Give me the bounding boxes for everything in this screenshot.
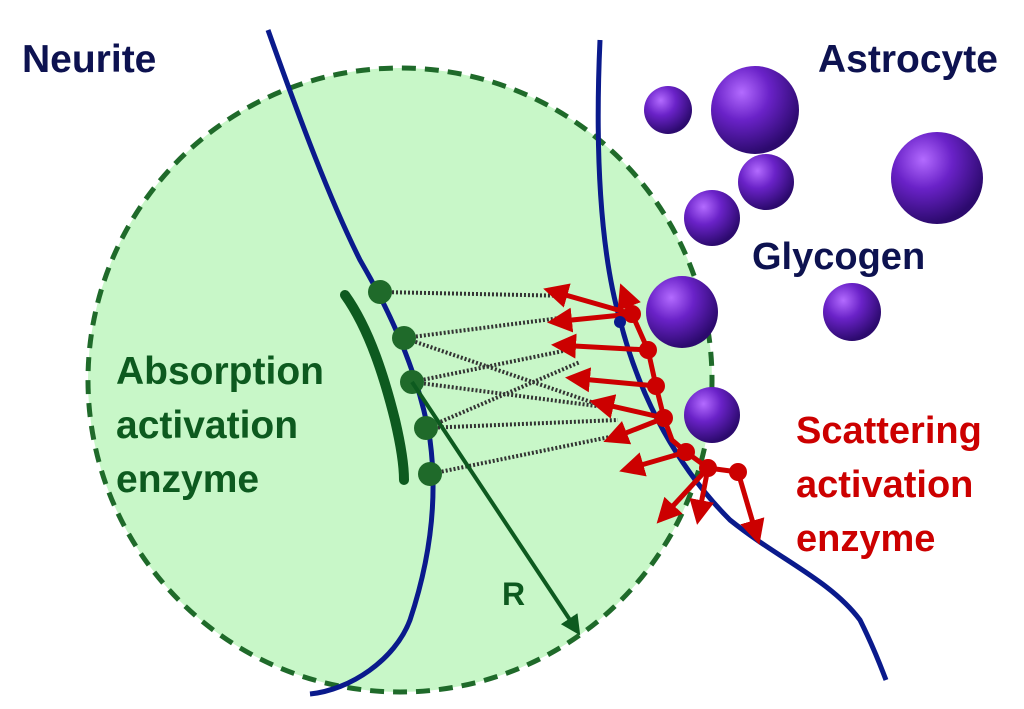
absorption-enzyme-dot bbox=[414, 416, 438, 440]
scattering-enzyme-label-line1: Scattering bbox=[796, 410, 982, 452]
absorption-enzyme-dot bbox=[392, 326, 416, 350]
scattering-arrow bbox=[617, 283, 641, 315]
astrocyte-membrane bbox=[595, 39, 889, 681]
glycogen-granules bbox=[644, 66, 983, 443]
glycogen-granule bbox=[891, 132, 983, 224]
scattering-enzyme-label-line2: activation bbox=[796, 464, 974, 506]
absorption-enzyme-label-line1: Absorption bbox=[116, 350, 324, 393]
scattering-arrow bbox=[551, 333, 649, 359]
scattering-arrow bbox=[689, 467, 715, 525]
glycogen-granule bbox=[738, 154, 794, 210]
diffusion-zone bbox=[85, 65, 715, 695]
glycogen-granule bbox=[644, 86, 692, 134]
glycogen-granule bbox=[711, 66, 799, 154]
connectors bbox=[379, 290, 625, 476]
radius-label: R bbox=[502, 576, 526, 612]
connector-line bbox=[403, 336, 601, 407]
glycogen-granule bbox=[684, 190, 740, 246]
absorption-enzyme-dot bbox=[418, 462, 442, 486]
connector-line bbox=[429, 432, 625, 476]
scattering-arrow bbox=[603, 415, 665, 445]
absorption-enzyme-label-line3: enzyme bbox=[116, 458, 260, 501]
radius-arrow bbox=[410, 380, 581, 636]
astrocyte-label: Astrocyte bbox=[818, 38, 998, 81]
glycogen-granule bbox=[646, 276, 718, 348]
connector-line bbox=[379, 290, 573, 298]
scattering-arrow bbox=[547, 307, 633, 333]
scattering-enzymes bbox=[543, 283, 765, 545]
scattering-enzyme-label-line3: enzyme bbox=[796, 518, 936, 560]
scattering-arrow bbox=[589, 394, 665, 421]
absorption-enzyme-label-line2: activation bbox=[116, 404, 299, 447]
scattering-arrow bbox=[619, 449, 687, 477]
connector-line bbox=[411, 380, 613, 410]
neurite-label: Neurite bbox=[22, 38, 157, 81]
glycogen-label: Glycogen bbox=[752, 236, 926, 278]
scattering-arrow bbox=[656, 466, 710, 524]
scattering-arrow bbox=[565, 367, 657, 393]
glycogen-granule bbox=[823, 283, 881, 341]
connector-line bbox=[411, 348, 569, 384]
membrane-junction-dot bbox=[614, 316, 626, 328]
scattering-arrow bbox=[735, 471, 765, 545]
glycogen-granule bbox=[684, 387, 740, 443]
absorption-enzyme-dot bbox=[368, 280, 392, 304]
absorption-enzyme-bracket bbox=[340, 290, 409, 485]
connector-line bbox=[425, 418, 619, 430]
